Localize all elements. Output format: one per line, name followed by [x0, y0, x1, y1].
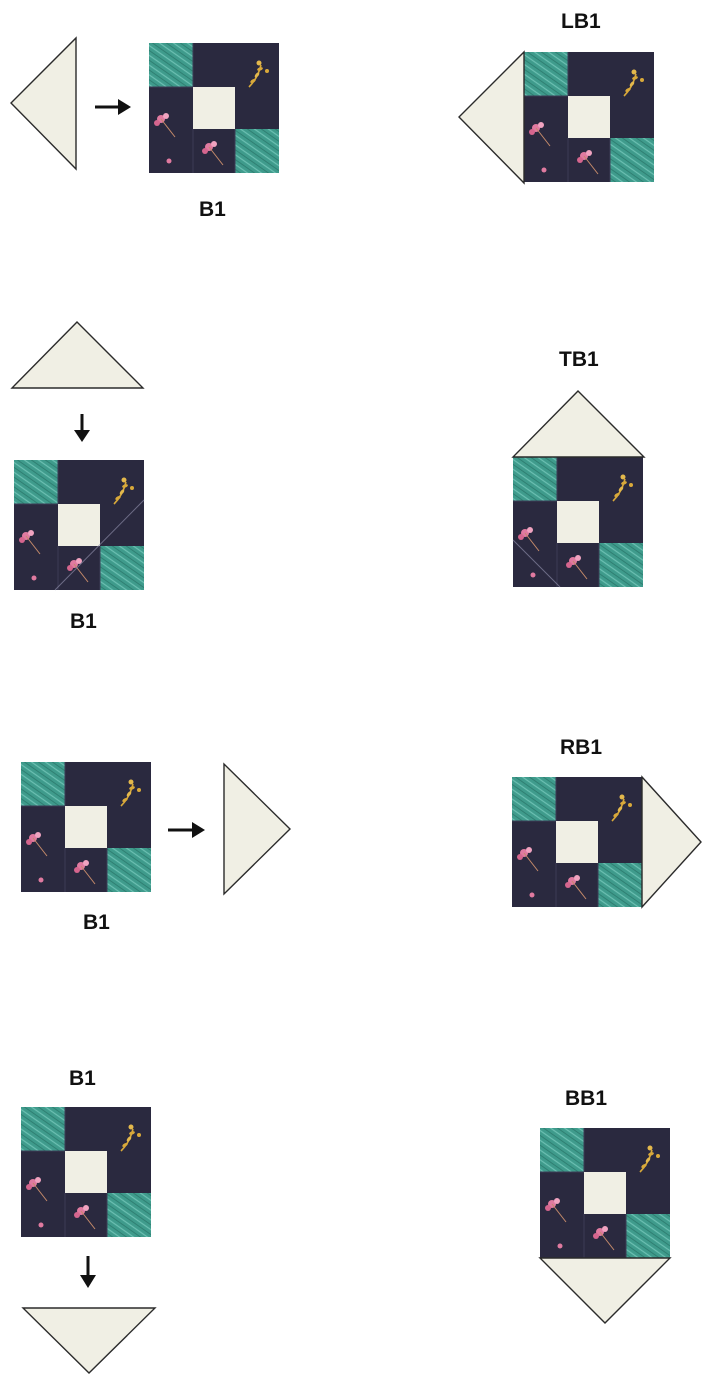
row2-arrow-down	[74, 414, 90, 442]
row2-right-label: TB1	[559, 349, 599, 370]
row3-assembled-rb1	[512, 777, 701, 907]
row1-right-label: LB1	[561, 11, 601, 32]
row2-assembled-tb1	[513, 391, 644, 587]
row3-right-triangle	[224, 764, 290, 894]
row1-assembled-lb1	[459, 52, 654, 183]
row4-left-label: B1	[69, 1068, 96, 1089]
row3-right-label: RB1	[560, 737, 602, 758]
row3-left-label: B1	[83, 912, 110, 933]
row4-bottom-triangle	[23, 1308, 155, 1373]
row4-right-label: BB1	[565, 1088, 607, 1109]
row1-arrow-right	[95, 99, 131, 115]
row3-block-b1	[21, 762, 151, 892]
row3-arrow-right	[168, 822, 205, 838]
row1-left-label: B1	[199, 199, 226, 220]
row4-arrow-down	[80, 1256, 96, 1288]
row4-block-b1	[21, 1107, 151, 1237]
row2-block-b1	[14, 460, 144, 590]
row4-assembled-bb1	[540, 1128, 670, 1323]
row1-block-b1	[149, 43, 279, 173]
row1-left-triangle	[11, 38, 76, 169]
row2-top-triangle	[12, 322, 143, 388]
row2-left-label: B1	[70, 611, 97, 632]
